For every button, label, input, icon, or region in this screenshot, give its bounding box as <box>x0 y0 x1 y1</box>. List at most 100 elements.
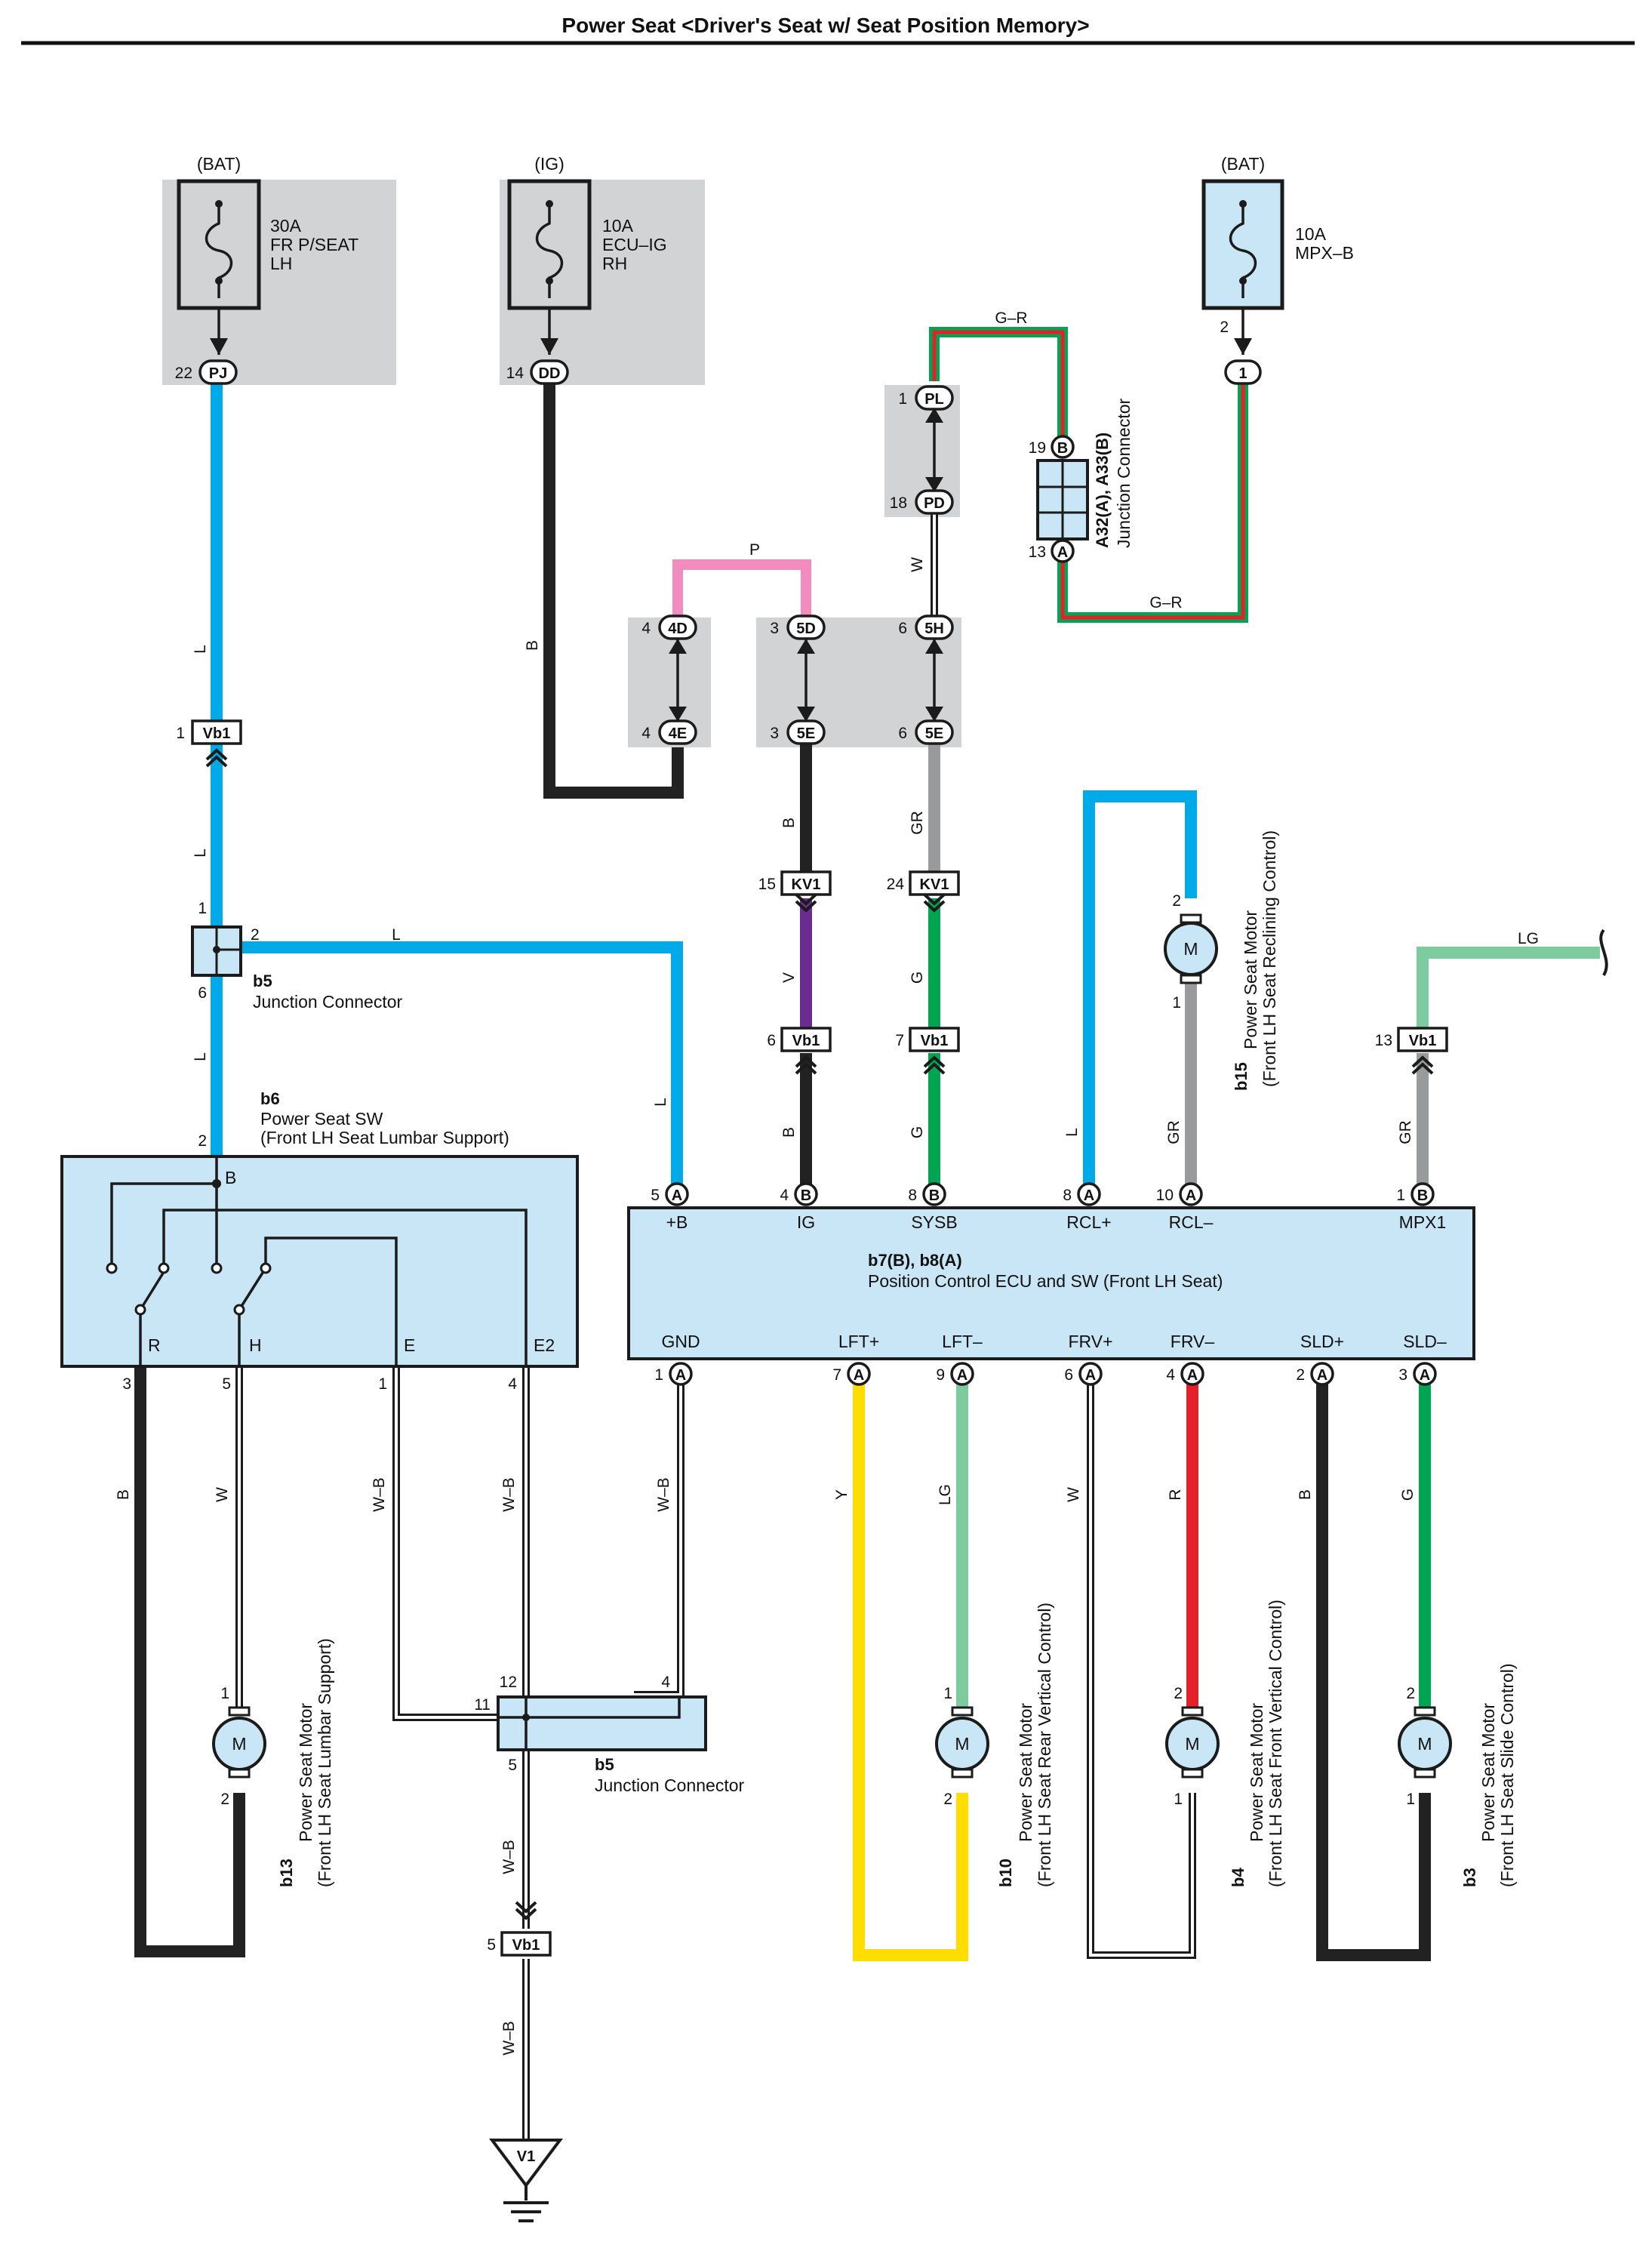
fuse2-name2: RH <box>602 254 627 273</box>
ecu-pin-ig-code: B <box>801 1187 811 1204</box>
label-GR-top: G–R <box>995 310 1027 327</box>
fuse1-source: (BAT) <box>197 154 241 174</box>
connector-PD-pin: 18 <box>890 494 907 512</box>
motor-b3-name: Power Seat Motor <box>1478 1703 1498 1842</box>
ecu-pin-lftm-code: A <box>957 1367 968 1384</box>
ecu-pin-sldp-num: 2 <box>1296 1366 1305 1384</box>
b6-internal-switches <box>110 1156 528 1366</box>
motor-b13-name: Power Seat Motor <box>296 1703 315 1842</box>
motor-b15-pin-top: 2 <box>1172 892 1181 910</box>
connector-Vb1-sysb-code: Vb1 <box>921 1033 949 1049</box>
ecu-term-plusb: +B <box>666 1212 688 1232</box>
fuse1-element-icon <box>205 204 233 298</box>
ecu-pin-lftp-code: A <box>854 1367 864 1384</box>
connector-4E-pin: 4 <box>641 725 651 742</box>
b5-bottom-desc: Junction Connector <box>595 1775 745 1795</box>
fuse3-source: (BAT) <box>1221 154 1265 174</box>
ecu-pin-plusb-num: 5 <box>651 1187 660 1204</box>
ecu-term-sldm: SLD– <box>1403 1332 1447 1351</box>
label-WB-v1a: W–B <box>500 1840 518 1874</box>
connector-Vb1-sysb <box>909 1027 960 1052</box>
connector-Vb1-bat-pin: 1 <box>176 725 185 742</box>
label-L-rcl: L <box>1063 1128 1081 1137</box>
b6-pin-R: 3 <box>122 1375 131 1393</box>
ecu-pin-frvp-num: 6 <box>1064 1366 1073 1384</box>
wire-B-sld <box>1316 1381 1431 1961</box>
motor-b13-symbol: M <box>232 1734 246 1754</box>
connector-5E-2-code: 5E <box>925 725 943 742</box>
wire-P-bridge <box>672 559 811 617</box>
label-W-h: W <box>214 1487 231 1502</box>
ecu-pin-sldp <box>1310 1362 1334 1386</box>
junction-pin-B <box>1051 435 1075 459</box>
connector-Vb1-gnd <box>500 1931 552 1957</box>
connector-PJ <box>198 359 238 385</box>
motor-b13: M 1 2 b13 Power Seat Motor (Front LH Sea… <box>212 1638 334 1887</box>
connector-Vb1-sysb-pin: 7 <box>895 1032 904 1049</box>
b5-top-desc: Junction Connector <box>253 992 403 1012</box>
b6-term-E2: E2 <box>534 1335 555 1355</box>
b5-bottom-junction <box>497 1695 707 1751</box>
motor-b4-symbol: M <box>1185 1734 1199 1754</box>
label-G-sld: G <box>1399 1489 1417 1501</box>
ecu-pin-sldm <box>1413 1362 1437 1386</box>
b5-bottom-pin11: 11 <box>474 1696 491 1714</box>
motor-b13-desc: (Front LH Seat Lumbar Support) <box>315 1638 334 1887</box>
ecu-pin-rclp-code: A <box>1084 1187 1094 1204</box>
b6-top-pin: 2 <box>198 1132 207 1150</box>
ecu-top-terminals: A 5 +B B 4 IG B 8 SYSB A 8 RCL+ A 10 RCL… <box>651 1182 1446 1232</box>
label-Y-lft: Y <box>833 1489 851 1500</box>
motor-b10-pin-top: 1 <box>943 1685 952 1702</box>
ecu-pin-mpx1 <box>1411 1182 1435 1206</box>
ecu-pin-lftp-num: 7 <box>832 1366 841 1384</box>
label-G-sysb: G <box>909 972 926 984</box>
motor-b4-id: b4 <box>1229 1868 1247 1887</box>
connector-Vb1-mpx-code: Vb1 <box>1409 1033 1437 1049</box>
connector-5H-code: 5H <box>924 621 944 637</box>
junction-pin-B-code: B <box>1057 440 1068 457</box>
motor-b10-pin-bot: 2 <box>943 1791 952 1808</box>
connector-DD <box>530 359 569 385</box>
connector-Vb1-bat-code: Vb1 <box>203 725 231 742</box>
ecu-pin-rclm <box>1179 1182 1203 1206</box>
connector-Vb1-ig-pin: 6 <box>767 1032 776 1049</box>
ecu-term-rclp: RCL+ <box>1066 1212 1111 1232</box>
connector-Vb1-gnd-pin: 5 <box>487 1936 496 1954</box>
b5-bottom-pin4: 4 <box>661 1674 670 1691</box>
wire-LG-break-icon <box>1599 929 1608 977</box>
ground-icon <box>503 2185 549 2222</box>
ecu-term-gnd: GND <box>661 1332 700 1351</box>
motor-b10: M 1 2 b10 Power Seat Motor (Front LH Sea… <box>935 1603 1054 1887</box>
motor-b10-id: b10 <box>996 1859 1015 1887</box>
fuse3-amp: 10A <box>1295 224 1327 244</box>
ecu-pin-sldm-num: 3 <box>1398 1366 1407 1384</box>
ecu-pin-frvp <box>1078 1362 1103 1386</box>
connector-KV1-b-pin: 24 <box>887 876 905 893</box>
ecu-id: b7(B), b8(A) <box>868 1251 962 1270</box>
motor-b3-id: b3 <box>1460 1868 1479 1887</box>
connector-5D-pin: 3 <box>770 620 779 637</box>
label-L-1: L <box>192 645 209 654</box>
motor-b15-pin-bot: 1 <box>1172 994 1181 1012</box>
motor-b3-symbol: M <box>1417 1734 1432 1754</box>
ecu-bottom-terminals: GND A 1 LFT+ A 7 LFT– A 9 FRV+ A 6 FRV– … <box>654 1332 1447 1386</box>
b5-top-pin6: 6 <box>198 984 207 1002</box>
ecu-pin-sysb-code: B <box>929 1187 940 1204</box>
connector-Vb1-mpx-pin: 13 <box>1375 1032 1392 1049</box>
wire-Y-lft <box>853 1381 968 1961</box>
connector-PJ-code: PJ <box>209 365 227 382</box>
ecu-pin-mpx1-code: B <box>1417 1187 1428 1204</box>
b5-top-id: b5 <box>253 972 272 990</box>
label-L-plusb: L <box>652 1098 669 1107</box>
motor-b4: M 2 1 b4 Power Seat Motor (Front LH Seat… <box>1165 1600 1285 1887</box>
ecu-term-lftm: LFT– <box>942 1332 983 1351</box>
motor-b3-pin-top: 2 <box>1406 1685 1415 1702</box>
label-GR-sysb: GR <box>909 811 926 835</box>
junction-pin-A-code: A <box>1057 544 1068 561</box>
motor-b15-symbol: M <box>1183 939 1198 959</box>
fuse2-amp: 10A <box>602 216 634 236</box>
connector-Vb1-ig-code: Vb1 <box>792 1033 820 1049</box>
connector-5E-2-pin: 6 <box>898 725 907 742</box>
motor-b4-pin-top: 2 <box>1174 1685 1183 1702</box>
